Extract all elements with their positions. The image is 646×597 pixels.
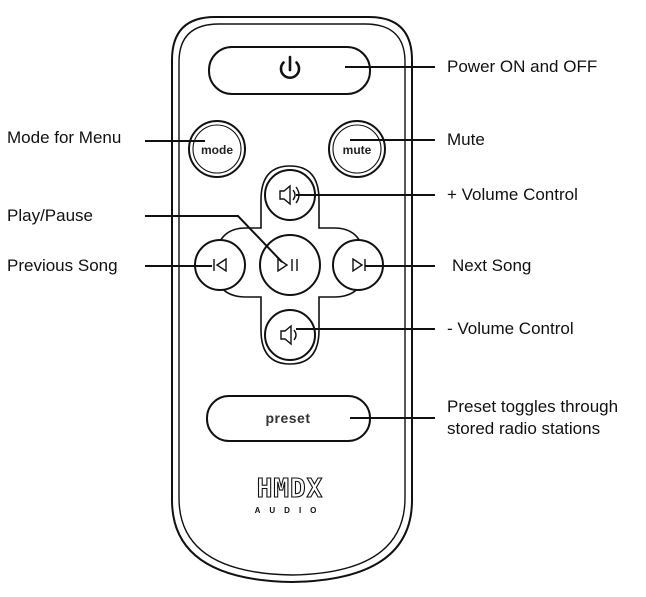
brand-sub-text: AUDIO [255, 506, 326, 515]
hmdx-audio-logo: HMDX AUDIO [255, 473, 326, 515]
preset-callout-line-2: stored radio stations [447, 419, 601, 438]
mode-button-label: mode [201, 143, 233, 157]
brand-logo-text: HMDX [257, 474, 324, 504]
speaker-down-icon [280, 324, 297, 346]
volume-down-callout: - Volume Control [447, 319, 574, 338]
next-callout: Next Song [452, 256, 532, 275]
skip-back-icon [213, 257, 227, 273]
mute-button[interactable] [328, 120, 386, 178]
mode-callout: Mode for Menu [7, 128, 122, 147]
preset-callout-line-1: Preset toggles through [447, 397, 619, 416]
mute-callout: Mute [447, 130, 485, 149]
previous-callout: Previous Song [7, 256, 118, 275]
leader-lines [145, 66, 435, 419]
power-icon [279, 55, 301, 79]
mute-button-label: mute [343, 143, 372, 157]
play-pause-icon [277, 257, 298, 273]
next-button[interactable] [332, 239, 384, 291]
preset-callout: Preset toggles through stored radio stat… [447, 396, 618, 440]
remote-body [171, 16, 413, 584]
power-callout: Power ON and OFF [447, 57, 598, 76]
mode-button[interactable] [188, 120, 246, 178]
play-pause-leader-line [145, 215, 283, 263]
volume-down-button[interactable] [264, 309, 316, 361]
play-pause-button[interactable] [259, 234, 321, 296]
play-pause-callout: Play/Pause [7, 206, 93, 225]
power-button[interactable] [208, 46, 371, 95]
preset-button-label: preset [265, 410, 310, 426]
volume-up-callout: + Volume Control [447, 185, 578, 204]
